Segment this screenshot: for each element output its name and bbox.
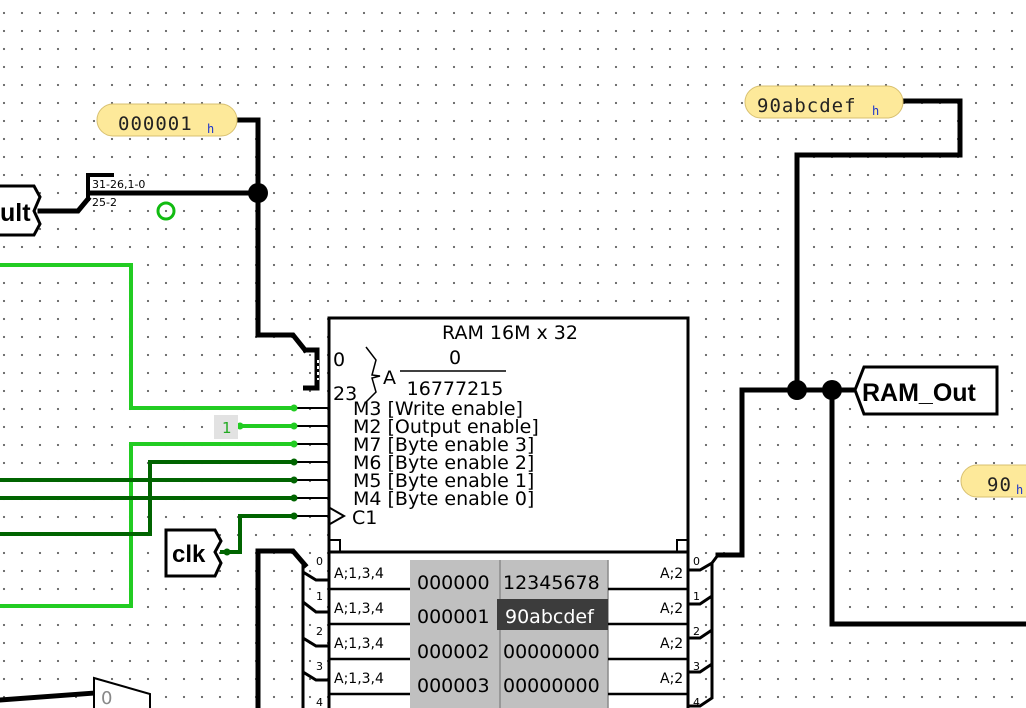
- probe-data-in[interactable]: 90abcdef h: [744, 85, 904, 119]
- ram-data-output-fan: [688, 554, 720, 708]
- probe-data-in-suffix: h: [872, 104, 879, 118]
- wire-splitter-fan: [86, 173, 114, 201]
- ram-data-input-fan: [301, 565, 329, 708]
- junctions: [248, 183, 842, 400]
- wire-endpoints: [223, 404, 298, 556]
- ram-memory-addr: 000000: [417, 572, 490, 594]
- svg-text:1: 1: [693, 590, 700, 603]
- wire-write-enable[interactable]: [0, 263, 296, 410]
- svg-text:A;1,3,4: A;1,3,4: [334, 636, 384, 652]
- splitter-label-top: 31-26,1-0: [92, 178, 145, 191]
- svg-text:2: 2: [693, 625, 700, 638]
- ram-input-byte-enable-2: M6 [Byte enable 2]: [353, 452, 534, 474]
- ram-memory-value[interactable]: 00000000: [503, 675, 600, 697]
- tunnel-clk[interactable]: clk: [164, 528, 223, 578]
- splitter-unconnected-pin[interactable]: [156, 201, 176, 221]
- svg-text:3: 3: [693, 660, 700, 673]
- ram-input-stubs: [294, 407, 330, 517]
- svg-text:4: 4: [316, 696, 323, 708]
- svg-text:4: 4: [693, 696, 700, 708]
- tunnel-left-partial[interactable]: ult: [0, 184, 42, 237]
- junction-dot: [787, 380, 807, 400]
- ram-memory-addr: 000001: [417, 606, 490, 628]
- ram-addr-brace: [365, 346, 381, 403]
- svg-text:A;2: A;2: [660, 566, 683, 582]
- ram-addr-pin-top: 0: [333, 349, 345, 371]
- ram-addr-high: 16777215: [407, 378, 504, 400]
- tunnel-ram-out-label: RAM_Out: [862, 379, 977, 407]
- ram-data-input-labels: 0 1 2 3 4 A;1,3,4 A;1,3,4 A;1,3,4 A;1,3,…: [316, 555, 384, 708]
- ram-memory-panel[interactable]: [410, 560, 608, 708]
- constant-value: 1: [222, 419, 232, 437]
- wire-left-tunnel-bus[interactable]: [37, 195, 92, 214]
- probe-right-value: 90: [987, 474, 1012, 496]
- ram-input-write-enable: M3 [Write enable]: [353, 398, 523, 420]
- ram-input-output-enable: M2 [Output enable]: [353, 416, 539, 438]
- ram-data-output-labels: 0 1 2 3 4 A;2 A;2 A;2 A;2: [660, 555, 700, 708]
- ram-title: RAM 16M x 32: [442, 322, 578, 344]
- ram-addr-pin-bottom: 23: [333, 383, 357, 405]
- svg-text:0: 0: [693, 555, 700, 568]
- ram-input-byte-enable-1: M5 [Byte enable 1]: [353, 470, 534, 492]
- ram-addr-low: 0: [449, 347, 461, 369]
- tunnel-ram-out[interactable]: RAM_Out: [853, 365, 999, 416]
- svg-text:1: 1: [316, 590, 323, 603]
- splitter-label-bottom: 25-2: [92, 196, 117, 209]
- ram-memory-value[interactable]: 12345678: [503, 572, 600, 594]
- ram-component[interactable]: RAM 16M x 32 0 16777215 A 0 23 M3 [Write…: [301, 316, 720, 708]
- svg-text:A;1,3,4: A;1,3,4: [334, 601, 384, 617]
- ram-input-byte-enable-3: M7 [Byte enable 3]: [353, 434, 534, 456]
- probe-right-partial[interactable]: 90 h: [960, 464, 1026, 498]
- probe-data-in-value: 90abcdef: [757, 95, 857, 117]
- probe-address-value: 000001: [118, 113, 193, 135]
- tunnel-left-label: ult: [0, 199, 31, 227]
- ram-memory-value[interactable]: 00000000: [503, 641, 600, 663]
- svg-text:2: 2: [316, 625, 323, 638]
- ram-input-byte-enable-0: M4 [Byte enable 0]: [353, 488, 534, 510]
- ram-memory-value-selected[interactable]: 90abcdef: [505, 606, 595, 628]
- svg-text:3: 3: [316, 660, 323, 673]
- svg-text:A;2: A;2: [660, 636, 683, 652]
- ram-data-rows: [329, 587, 688, 696]
- tunnel-clk-label: clk: [172, 541, 206, 568]
- probe-address[interactable]: 000001 h: [96, 103, 238, 137]
- ram-memory-selected-cell: [497, 599, 608, 630]
- ram-clock-label: C1: [352, 507, 377, 529]
- junction-dot: [248, 183, 268, 203]
- wire-data-in-bus[interactable]: [794, 98, 963, 393]
- constant-one[interactable]: 1: [214, 415, 238, 439]
- svg-text:A;1,3,4: A;1,3,4: [334, 671, 384, 687]
- wire-ram-out-down[interactable]: [829, 387, 1026, 627]
- wires: [0, 98, 1026, 708]
- ram-addr-symbol: A: [383, 367, 396, 389]
- probe-right-suffix: h: [1016, 483, 1023, 497]
- wire-address-bus[interactable]: [233, 117, 309, 354]
- wire-clock[interactable]: [220, 514, 296, 554]
- svg-text:A;2: A;2: [660, 601, 683, 617]
- wire-data-input-bus[interactable]: [255, 548, 309, 708]
- ram-memory-addr: 000003: [417, 675, 490, 697]
- ram-clock-triangle: [329, 507, 347, 525]
- wire-bottom-left[interactable]: [0, 690, 98, 703]
- ram-memory-addr: 000002: [417, 641, 490, 663]
- svg-text:0: 0: [316, 555, 323, 568]
- mux-partial[interactable]: 0: [93, 676, 151, 708]
- ram-addr-bus-fan: [303, 347, 320, 391]
- wire-byte-enable-3[interactable]: [0, 442, 296, 608]
- probe-address-suffix: h: [207, 122, 214, 136]
- svg-text:A;2: A;2: [660, 671, 683, 687]
- junction-dot: [822, 380, 842, 400]
- svg-text:A;1,3,4: A;1,3,4: [334, 566, 384, 582]
- mux-label: 0: [101, 688, 112, 708]
